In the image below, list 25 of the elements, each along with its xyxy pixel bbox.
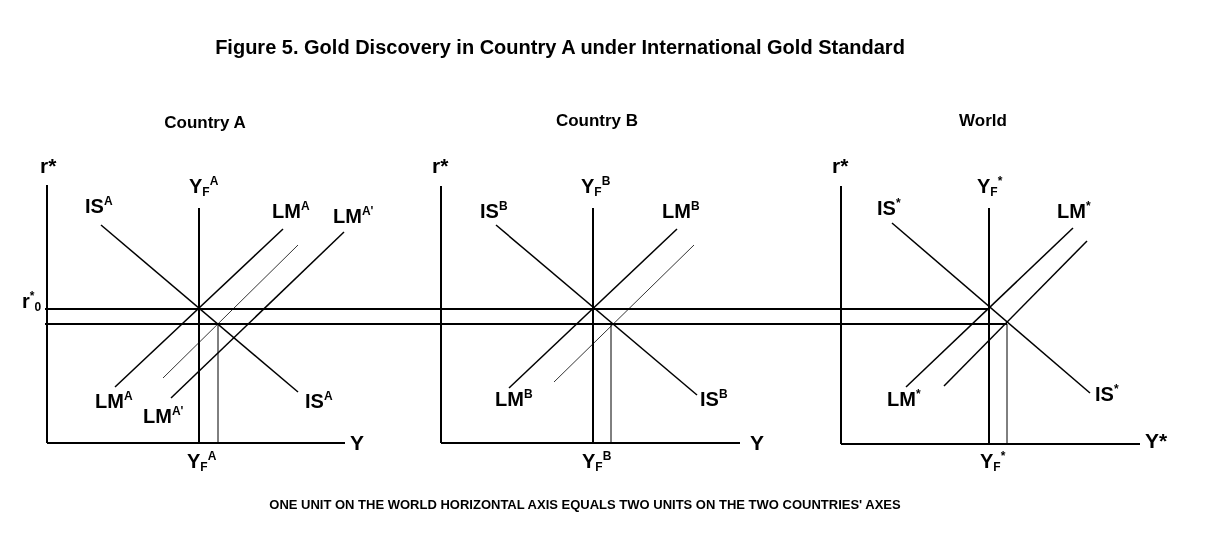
axis-label: r* [832, 155, 849, 176]
figure-title: Figure 5. Gold Discovery in Country A under International Gold Standard [215, 37, 905, 57]
axis-label: Y* [1145, 430, 1168, 451]
curve-label: IS$^{*}$ [1095, 383, 1119, 405]
axis-label: Y [350, 432, 364, 453]
curve-label: IS$^{A}$ [85, 195, 113, 217]
axis-label: r* [40, 155, 57, 176]
panel-title: Country A [164, 114, 246, 131]
curve-label: LM$^{*}$ [1057, 200, 1091, 222]
curve-label: LM$^{A}$ [272, 200, 310, 222]
curve-label: LM$^{A}$ [95, 390, 133, 412]
curve-label: LM$^{A'}$ [143, 405, 184, 427]
curve-label: IS$^{*}$ [877, 197, 901, 219]
figure-caption: ONE UNIT ON THE WORLD HORIZONTAL AXIS EQUALS TWO UNITS ON THE TWO COUNTRIES' AXES [269, 498, 901, 511]
axis-label: Y [750, 432, 764, 453]
axis-label: r* [432, 155, 449, 176]
panel-title: Country B [555, 112, 639, 129]
curve-label: LM$^{A'}$ [333, 205, 374, 227]
panel-title: World [959, 112, 1007, 129]
curve-label: LM$^{B}$ [662, 200, 700, 222]
curve-label: LM$^{B}$ [495, 388, 533, 410]
curve-label: IS$^{B}$ [700, 388, 728, 410]
curve-label: IS$^{B}$ [480, 200, 508, 222]
curve-label: IS$^{A}$ [305, 390, 333, 412]
curve-label: LM$^{*}$ [887, 388, 921, 410]
